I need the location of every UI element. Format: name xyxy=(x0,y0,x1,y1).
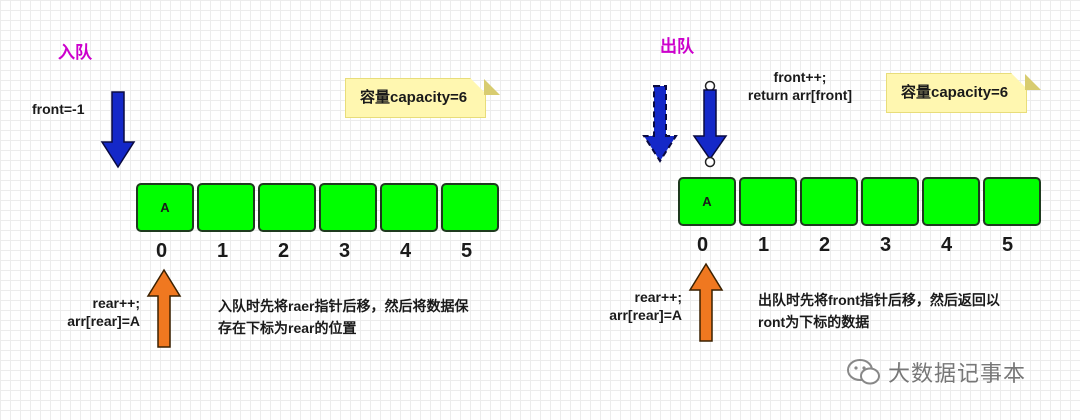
index-label: 0 xyxy=(696,234,709,256)
watermark-text: 大数据记事本 xyxy=(888,361,1027,386)
dequeue-title: 出队 xyxy=(660,37,694,56)
watermark: 大数据记事本 xyxy=(846,356,1026,388)
description-line: 入队时先将raer指针后移，然后将数据保 xyxy=(218,298,469,314)
rear-pointer-arrow xyxy=(688,262,724,342)
index-label: 0 xyxy=(155,240,168,262)
dequeue-description: 出队时先将front指针后移，然后返回以 ront为下标的数据 xyxy=(758,289,1058,333)
index-label: 3 xyxy=(879,234,892,256)
array-cell xyxy=(319,183,377,232)
array-cell xyxy=(197,183,255,232)
code-line: arr[rear]=A xyxy=(67,313,140,329)
code-line: rear++; xyxy=(634,289,682,305)
array-cell xyxy=(258,183,316,232)
description-line: ront为下标的数据 xyxy=(758,314,870,330)
array-cell xyxy=(441,183,499,232)
enqueue-description: 入队时先将raer指针后移，然后将数据保 存在下标为rear的位置 xyxy=(218,295,518,339)
array-cell: A xyxy=(678,177,736,226)
front-code: front++; return arr[front] xyxy=(730,68,870,104)
queue-array: A xyxy=(136,183,502,232)
index-label: 5 xyxy=(460,240,473,262)
index-label: 1 xyxy=(757,234,770,256)
rear-code: rear++; arr[rear]=A xyxy=(582,288,682,324)
front-init-label: front=-1 xyxy=(32,101,85,117)
wechat-icon xyxy=(847,359,880,385)
code-line: arr[rear]=A xyxy=(609,307,682,323)
array-cell xyxy=(739,177,797,226)
note-fold-corner xyxy=(484,79,500,95)
code-line: rear++; xyxy=(92,295,140,311)
enqueue-title: 入队 xyxy=(58,43,92,62)
array-cell xyxy=(800,177,858,226)
capacity-note: 容量capacity=6 xyxy=(345,78,486,118)
index-label: 2 xyxy=(277,240,290,262)
code-line: front++; xyxy=(773,69,827,85)
note-fold-corner xyxy=(1025,74,1041,90)
queue-array: A xyxy=(678,177,1044,226)
rear-code: rear++; arr[rear]=A xyxy=(40,294,140,330)
array-indices: 0 1 2 3 4 5 xyxy=(672,234,1038,257)
new-front-pointer-arrow xyxy=(692,80,728,168)
rear-pointer-arrow xyxy=(146,268,182,348)
index-label: 4 xyxy=(940,234,953,256)
array-cell xyxy=(922,177,980,226)
index-label: 4 xyxy=(399,240,412,262)
index-label: 3 xyxy=(338,240,351,262)
array-cell xyxy=(380,183,438,232)
array-indices: 0 1 2 3 4 5 xyxy=(131,240,497,263)
front-pointer-arrow xyxy=(100,91,136,169)
old-front-pointer-arrow xyxy=(642,85,678,163)
description-line: 出队时先将front指针后移，然后返回以 xyxy=(758,292,1000,308)
capacity-note: 容量capacity=6 xyxy=(886,73,1027,113)
description-line: 存在下标为rear的位置 xyxy=(218,320,357,336)
array-cell xyxy=(861,177,919,226)
array-cell: A xyxy=(136,183,194,232)
index-label: 5 xyxy=(1001,234,1014,256)
array-cell xyxy=(983,177,1041,226)
index-label: 1 xyxy=(216,240,229,262)
index-label: 2 xyxy=(818,234,831,256)
code-line: return arr[front] xyxy=(747,87,853,103)
